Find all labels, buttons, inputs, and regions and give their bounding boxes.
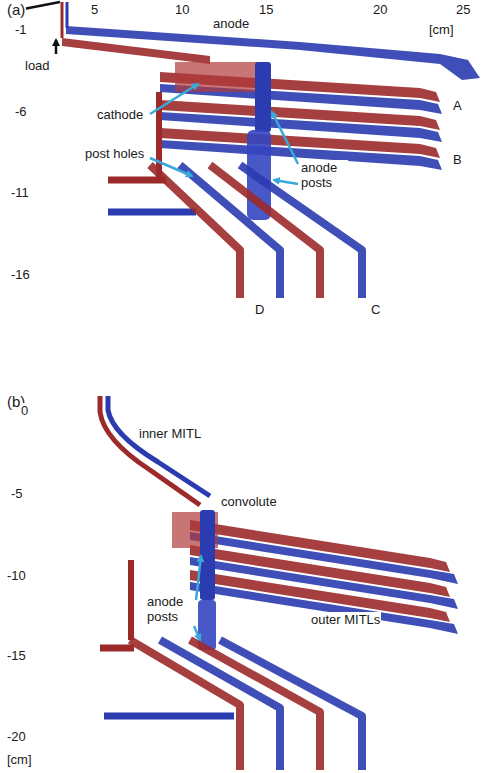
load-arrow [55,40,58,54]
stub-anode [104,713,234,720]
leader-line [194,626,200,640]
line-letter: A [452,98,463,113]
lower-cathode [150,165,240,298]
line-letter: C [370,302,381,317]
line-letter: D [254,302,265,317]
part-label: outer MITLs [310,612,381,627]
leader-line [272,112,298,164]
axis-tick: -15 [6,648,27,663]
part-label: convolute [220,494,278,509]
part-label: post holes [84,146,145,161]
axis-tick: -11 [10,185,30,200]
part-label: inner MITL [138,426,202,441]
inner-cathode [100,396,200,505]
stub-cathode [100,645,134,652]
axis-tick: 15 [258,2,274,17]
leader-line [274,180,298,184]
axis-tick: -1 [14,22,28,37]
part-label: anode [212,16,250,31]
lower-anode [220,640,362,770]
part-label: load [24,58,51,73]
axis-tick: -6 [14,104,28,119]
inner-anode [108,396,210,496]
leader-line [196,556,201,600]
load-cathode [61,2,64,38]
axis-tick: -16 [10,267,31,282]
outer-anode [190,582,458,634]
axis-tick: 0 [20,403,29,418]
cathode-stalk [128,560,134,640]
axis-tick: 10 [174,2,190,17]
axis-tick: -5 [10,486,24,501]
stub-anode [108,209,196,216]
panel-letter: (a) [6,2,26,17]
line-letter: B [452,152,463,167]
stub-cathode [108,177,166,184]
axis-tick: 5 [90,2,99,17]
leader-line [150,158,192,176]
axis-tick: 25 [455,2,471,17]
axis-tick: 20 [372,2,388,17]
axis-unit: [cm] [6,752,33,767]
axis-tick: -20 [6,729,27,744]
part-label: cathode [96,107,144,122]
anode-post [255,62,271,132]
axis-tick: -10 [6,568,27,583]
load-anode [66,2,69,28]
inner-cathode [62,38,210,64]
anode-post [200,510,215,600]
convolute-cathode [175,62,265,92]
axis-unit: [cm] [428,22,455,37]
part-label: anode posts [300,160,348,190]
part-label: anode posts [146,594,194,624]
leader-line [150,84,198,114]
